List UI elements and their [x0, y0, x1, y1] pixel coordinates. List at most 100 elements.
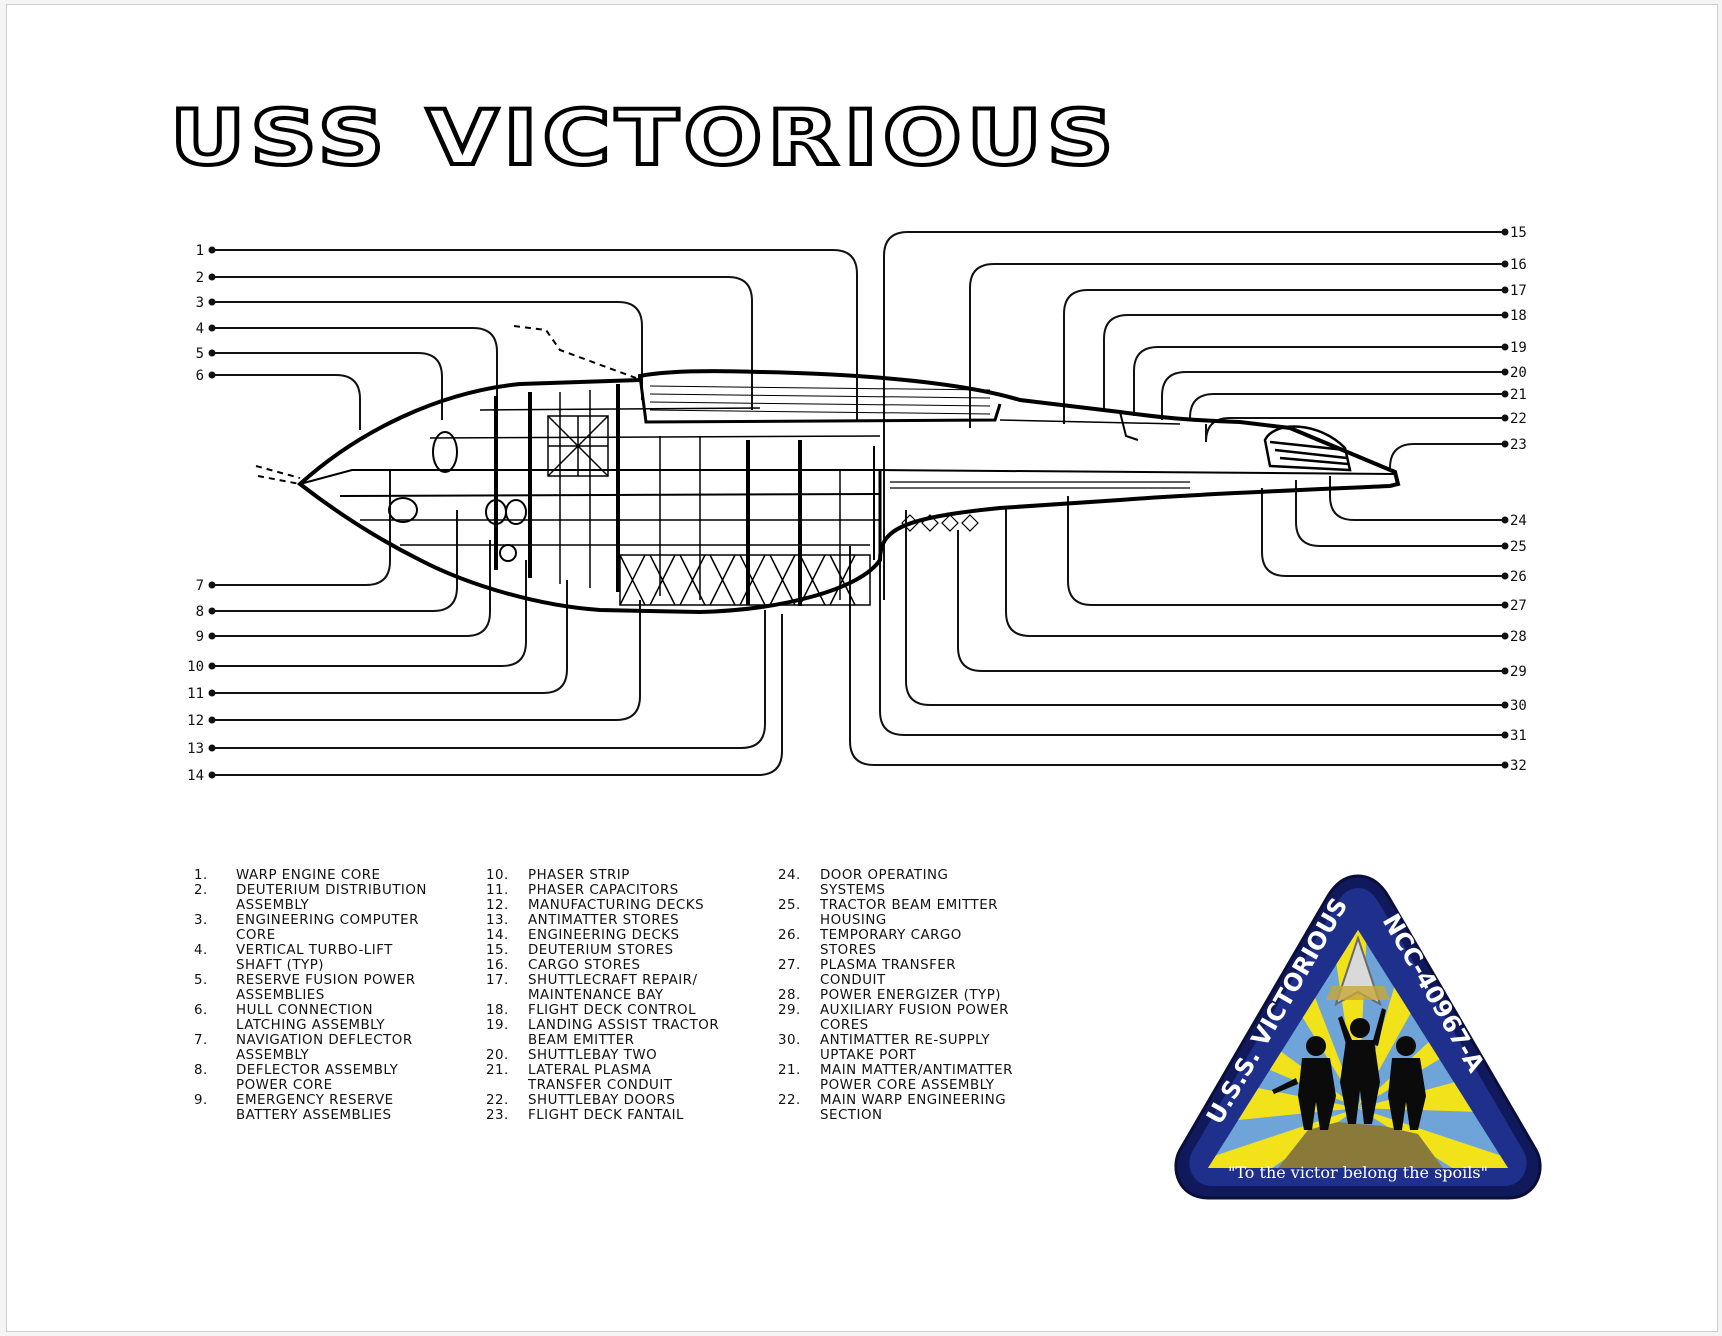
legend-item-number: 19.	[486, 1018, 509, 1033]
callout-label-left: 11	[187, 686, 204, 702]
callout-line	[212, 276, 753, 410]
legend-item-number: 6.	[194, 1003, 208, 1018]
legend-item: 22.MAIN WARP ENGINEERING SECTION	[778, 1093, 1013, 1123]
legend-item-text: SHUTTLEBAY DOORS	[528, 1093, 676, 1108]
legend-item-number: 16.	[486, 958, 509, 973]
callout-line	[1067, 496, 1505, 606]
callout-dot	[208, 632, 216, 640]
callout-line	[212, 352, 443, 420]
callout-line	[212, 301, 643, 400]
legend-item-text: ENGINEERING DECKS	[528, 928, 680, 943]
callout-line	[1389, 443, 1505, 469]
callout-dot	[208, 581, 216, 589]
callout-line	[1103, 314, 1505, 412]
callout-dot	[1501, 572, 1509, 580]
page-title: USS VICTORIOUS	[168, 93, 1119, 182]
callout-dot	[208, 744, 216, 752]
legend-item-number: 28.	[778, 988, 801, 1003]
callout-dot	[1501, 260, 1509, 268]
callout-label-right: 31	[1510, 728, 1527, 744]
callout-dot	[1501, 311, 1509, 319]
legend-item: 19.LANDING ASSIST TRACTOR BEAM EMITTER	[486, 1018, 719, 1048]
callout-label-right: 25	[1510, 539, 1527, 555]
legend-item-number: 25.	[778, 898, 801, 913]
legend-item-number: 29.	[778, 1003, 801, 1018]
rock-mound	[1278, 1122, 1443, 1168]
legend-item: 17.SHUTTLECRAFT REPAIR/ MAINTENANCE BAY	[486, 973, 719, 1003]
callout-dot	[1501, 542, 1509, 550]
legend-item: 22. SHUTTLEBAY DOORS	[486, 1093, 719, 1108]
legend-item-text: MAIN WARP ENGINEERING SECTION	[820, 1093, 1007, 1123]
legend-item-number: 22.	[486, 1093, 509, 1108]
callout-label-right: 23	[1510, 437, 1527, 453]
legend-item-text: EMERGENCY RESERVE BATTERY ASSEMBLIES	[236, 1093, 394, 1123]
callout-line	[212, 327, 498, 400]
callout-line	[212, 374, 361, 430]
callout-label-right: 19	[1510, 340, 1527, 356]
legend-item: 27.PLASMA TRANSFER CONDUIT	[778, 958, 1013, 988]
legend-item-number: 4.	[194, 943, 208, 958]
callout-line	[212, 580, 568, 694]
legend-item-text: ANTIMATTER STORES	[528, 913, 680, 928]
legend-item-text: DEFLECTOR ASSEMBLY POWER CORE	[236, 1063, 399, 1093]
callout-dot	[1501, 414, 1509, 422]
callout-label-left: 5	[196, 346, 204, 362]
callout-dot	[208, 689, 216, 697]
legend-item-number: 23.	[486, 1108, 509, 1123]
soldier-silhouettes	[1272, 1008, 1426, 1130]
legend-item-text: SHUTTLECRAFT REPAIR/ MAINTENANCE BAY	[528, 973, 698, 1003]
legend-item-number: 27.	[778, 958, 801, 973]
legend-item: 6.HULL CONNECTION LATCHING ASSEMBLY	[194, 1003, 427, 1033]
callout-label-right: 22	[1510, 411, 1527, 427]
legend-item-text: NAVIGATION DEFLECTOR ASSEMBLY	[236, 1033, 413, 1063]
callout-line	[212, 610, 766, 749]
legend-item-number: 8.	[194, 1063, 208, 1078]
callout-label-left: 7	[196, 578, 204, 594]
callout-dot	[1501, 761, 1509, 769]
legend-item-text: FLIGHT DECK CONTROL	[528, 1003, 697, 1018]
legend-item-number: 15.	[486, 943, 509, 958]
legend-item: 2.DEUTERIUM DISTRIBUTION ASSEMBLY	[194, 883, 427, 913]
callout-line	[212, 540, 491, 637]
callout-label-left: 2	[196, 270, 204, 286]
legend-item: 18. FLIGHT DECK CONTROL	[486, 1003, 719, 1018]
legend-item-number: 20.	[486, 1048, 509, 1063]
hull-outline	[296, 369, 1401, 615]
legend-item-number: 9.	[194, 1093, 208, 1108]
ship-emblem-patch: U.S.S. VICTORIOUS NCC-40967-A "To the vi…	[1174, 874, 1542, 1200]
callout-dot	[1501, 701, 1509, 709]
callout-line	[969, 263, 1505, 428]
legend-item-number: 18.	[486, 1003, 509, 1018]
legend-item-text: ANTIMATTER RE-SUPPLY UPTAKE PORT	[820, 1033, 991, 1063]
callout-line	[905, 510, 1505, 706]
callout-line	[1205, 417, 1505, 443]
callout-dot	[208, 607, 216, 615]
callout-label-right: 32	[1510, 758, 1527, 774]
callout-dot	[208, 662, 216, 670]
legend-item-text: MAIN MATTER/ANTIMATTER POWER CORE ASSEMB…	[820, 1063, 1013, 1093]
legend-item-number: 3.	[194, 913, 208, 928]
patch-motto: "To the victor belong the spoils"	[1228, 1163, 1488, 1182]
legend-item: 20. SHUTTLEBAY TWO	[486, 1048, 719, 1063]
callout-label-right: 15	[1510, 225, 1527, 241]
legend-item: 29.AUXILIARY FUSION POWER CORES	[778, 1003, 1013, 1033]
callout-label-right: 24	[1510, 513, 1527, 529]
callout-dot	[208, 324, 216, 332]
callout-line	[212, 249, 858, 420]
legend-item: 9. EMERGENCY RESERVE BATTERY ASSEMBLIES	[194, 1093, 427, 1123]
legend-item-text: PHASER STRIP	[528, 868, 630, 883]
callout-line	[212, 600, 641, 721]
legend-item: 28.POWER ENERGIZER (TYP)	[778, 988, 1013, 1003]
legend-item-number: 7.	[194, 1033, 208, 1048]
legend-item: 5.RESERVE FUSION POWER ASSEMBLIES	[194, 973, 427, 1003]
callout-label-left: 14	[187, 768, 204, 784]
legend-item-text: PHASER CAPACITORS	[528, 883, 679, 898]
callout-line	[1261, 488, 1505, 577]
legend-item-text: SHUTTLEBAY TWO	[528, 1048, 658, 1063]
legend-item-number: 30.	[778, 1033, 801, 1048]
legend-item-text: CARGO STORES	[528, 958, 641, 973]
legend-item-number: 5.	[194, 973, 208, 988]
callout-label-left: 10	[187, 659, 204, 675]
legend-item: 10.PHASER STRIP	[486, 868, 719, 883]
